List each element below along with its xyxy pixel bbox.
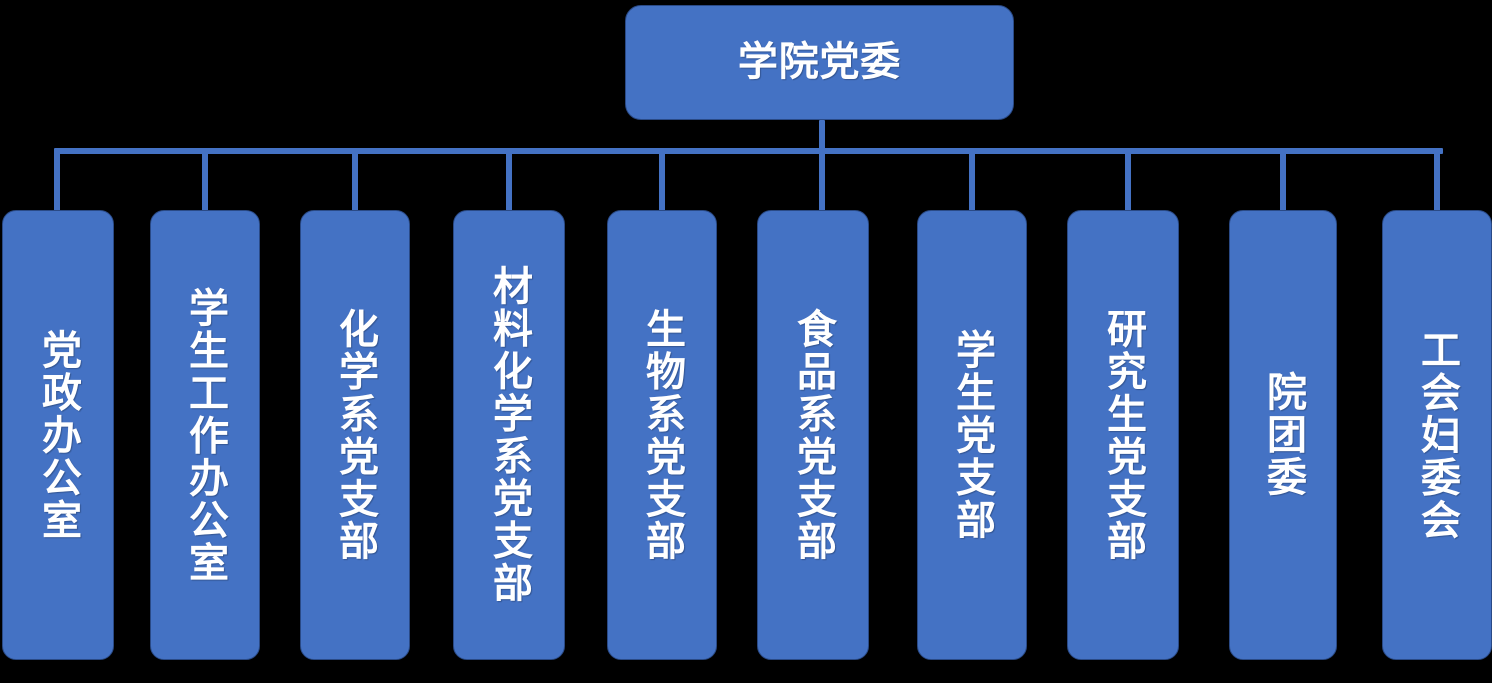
org-node-child-6[interactable]: 食品系党支部 [757, 210, 869, 660]
connector-drop-2 [202, 148, 208, 212]
org-node-child-2-label: 学生工作办公室 [183, 286, 227, 584]
org-node-child-9[interactable]: 院团委 [1229, 210, 1337, 660]
org-node-root-label: 学院党委 [737, 40, 902, 85]
org-node-child-1-label: 党政办公室 [36, 329, 80, 541]
connector-drop-6 [819, 148, 825, 212]
org-node-child-6-label: 食品系党支部 [791, 307, 835, 563]
org-node-child-3-label: 化学系党支部 [333, 307, 377, 563]
connector-drop-10 [1434, 148, 1440, 212]
org-node-child-4-label: 材料化学系党支部 [487, 265, 531, 605]
connector-horizontal-bus [57, 148, 1443, 154]
org-node-child-4[interactable]: 材料化学系党支部 [453, 210, 565, 660]
org-node-child-2[interactable]: 学生工作办公室 [150, 210, 260, 660]
connector-drop-3 [352, 148, 358, 212]
connector-drop-8 [1125, 148, 1131, 212]
org-node-child-9-label: 院团委 [1261, 371, 1305, 499]
org-node-root[interactable]: 学院党委 [625, 5, 1014, 120]
org-node-child-5-label: 生物系党支部 [640, 307, 684, 563]
org-node-child-7[interactable]: 学生党支部 [917, 210, 1027, 660]
org-node-child-1[interactable]: 党政办公室 [2, 210, 114, 660]
connector-drop-4 [506, 148, 512, 212]
connector-drop-5 [659, 148, 665, 212]
org-node-child-3[interactable]: 化学系党支部 [300, 210, 410, 660]
org-node-child-10[interactable]: 工会妇委会 [1382, 210, 1492, 660]
org-node-child-10-label: 工会妇委会 [1415, 329, 1459, 541]
connector-drop-1 [54, 148, 60, 212]
connector-drop-7 [969, 148, 975, 212]
connector-drop-9 [1280, 148, 1286, 212]
org-node-child-8-label: 研究生党支部 [1101, 307, 1145, 563]
org-node-child-7-label: 学生党支部 [950, 329, 994, 541]
org-node-child-5[interactable]: 生物系党支部 [607, 210, 717, 660]
org-node-child-8[interactable]: 研究生党支部 [1067, 210, 1179, 660]
